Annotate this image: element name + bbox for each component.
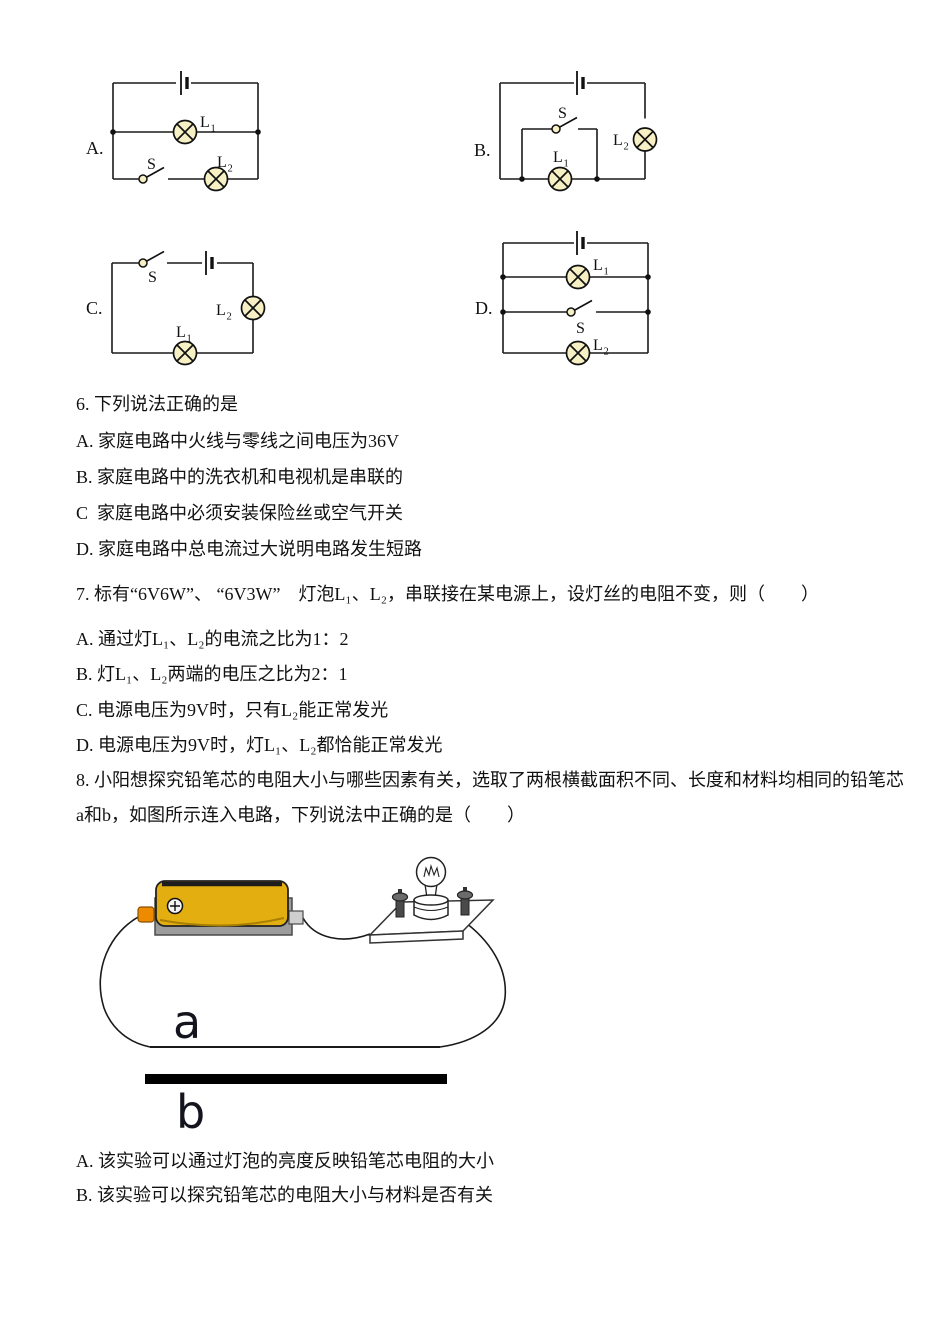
q6-option-b: B. 家庭电路中的洗衣机和电视机是串联的 <box>76 467 404 487</box>
switch-label: S <box>576 320 585 337</box>
lamp-l1-icon <box>547 166 573 192</box>
circuit-b-letter: B. <box>474 140 491 160</box>
lamp-l1-icon <box>172 340 198 366</box>
lamp-l2-label: L <box>613 132 623 149</box>
lamp-l1-label: L <box>553 149 563 166</box>
q6-stem: 6. 下列说法正确的是 <box>76 394 238 414</box>
lamp-l1-icon <box>565 264 591 290</box>
switch-icon <box>566 299 593 317</box>
junction-dot <box>645 274 651 280</box>
battery-icon <box>204 249 214 277</box>
circuit-d-letter: D. <box>475 298 493 318</box>
q6-option-c: C 家庭电路中必须安装保险丝或空气开关 <box>76 503 404 523</box>
circuit-b-diagram: L 2 L 1 S <box>499 69 658 192</box>
lamp-l1-sub: 1 <box>604 267 609 278</box>
pencil-lead-b <box>145 1074 447 1084</box>
lead-b-label: b <box>176 1085 205 1139</box>
platform-front <box>369 930 464 944</box>
junction-dot <box>500 274 506 280</box>
q8-option-a: A. 该实验可以通过灯泡的亮度反映铅笔芯电阻的大小 <box>76 1151 494 1171</box>
lamp-l1-label: L <box>176 324 186 341</box>
lamp-l2-label: L <box>593 337 603 354</box>
lamp-l1-label: L <box>593 257 603 274</box>
q8-option-b: B. 该实验可以探究铅笔芯的电阻大小与材料是否有关 <box>76 1185 494 1205</box>
battery-icon <box>575 69 585 97</box>
q8-stem-line1: 8. 小阳想探究铅笔芯的电阻大小与哪些因素有关，选取了两根横截面积不同、长度和材… <box>76 770 904 790</box>
lamp-l1-sub: 1 <box>211 124 216 135</box>
switch-label: S <box>147 156 156 173</box>
circuit-d-diagram: L 1 S L 2 <box>500 229 651 366</box>
lamp-l2-icon <box>632 127 658 152</box>
switch-label: S <box>558 105 567 122</box>
junction-dot <box>255 129 261 135</box>
lamp-l1-sub: 1 <box>564 159 569 170</box>
lamp-l1-icon <box>172 119 198 145</box>
junction-dot <box>500 309 506 315</box>
lamp-l2-icon <box>565 340 591 366</box>
circuit-c-diagram: S L 2 L 1 <box>111 249 266 366</box>
q6-option-a: A. 家庭电路中火线与零线之间电压为36V <box>76 431 399 451</box>
circuit-a-diagram: L 1 L 2 S <box>110 69 261 192</box>
switch-label: S <box>148 269 157 286</box>
battery-icon <box>575 229 585 257</box>
light-bulb-icon <box>413 856 449 921</box>
q6-option-d: D. 家庭电路中总电流过大说明电路发生短路 <box>76 539 422 559</box>
q8-experiment-figure: a b <box>99 856 507 1139</box>
plus-sign-icon <box>170 901 180 911</box>
switch-icon <box>138 250 165 268</box>
circuit-c-letter: C. <box>86 298 103 318</box>
battery-icon <box>179 69 189 97</box>
battery-shading <box>159 917 285 927</box>
lead-a-label: a <box>173 995 201 1049</box>
binding-post-right-cap <box>456 890 474 900</box>
binding-post-left-cap <box>391 892 409 902</box>
battery-contact-nub <box>137 906 155 923</box>
lamp-l2-sub: 2 <box>228 164 233 175</box>
lamp-l2-sub: 2 <box>604 347 609 358</box>
lamp-l1-label: L <box>200 114 210 131</box>
q7-stem: 7. 标有“6V6W”、 “6V3W” 灯泡L₁、L₂，串联接在某电源上，设灯丝… <box>76 584 819 604</box>
q7-option-c: C. 电源电压为9V时，只有L₂能正常发光 <box>76 700 389 720</box>
wire-right <box>439 919 507 1048</box>
q7-option-a: A. 通过灯L₁、L₂的电流之比为1：2 <box>76 629 349 649</box>
lamp-l2-sub: 2 <box>227 312 232 323</box>
lamp-l2-sub: 2 <box>624 142 629 153</box>
q7-option-d: D. 电源电压为9V时，灯L₁、L₂都恰能正常发光 <box>76 735 443 755</box>
junction-dot <box>645 309 651 315</box>
wire-left <box>99 915 151 1048</box>
junction-dot <box>110 129 116 135</box>
lamp-l2-icon <box>240 295 266 321</box>
wire-middle <box>302 917 371 940</box>
battery-terminal-tab <box>288 910 304 925</box>
junction-dot <box>594 176 600 182</box>
bulb-stand <box>368 856 495 944</box>
lamp-l2-label: L <box>217 154 227 171</box>
battery-cell <box>137 880 304 936</box>
junction-dot <box>519 176 525 182</box>
q7-option-b: B. 灯L₁、L₂两端的电压之比为2：1 <box>76 664 348 684</box>
circuit-a-letter: A. <box>86 138 104 158</box>
q8-stem-line2: a和b，如图所示连入电路，下列说法中正确的是（ ） <box>76 805 525 825</box>
lamp-l2-label: L <box>216 302 226 319</box>
lamp-l1-sub: 1 <box>187 334 192 345</box>
